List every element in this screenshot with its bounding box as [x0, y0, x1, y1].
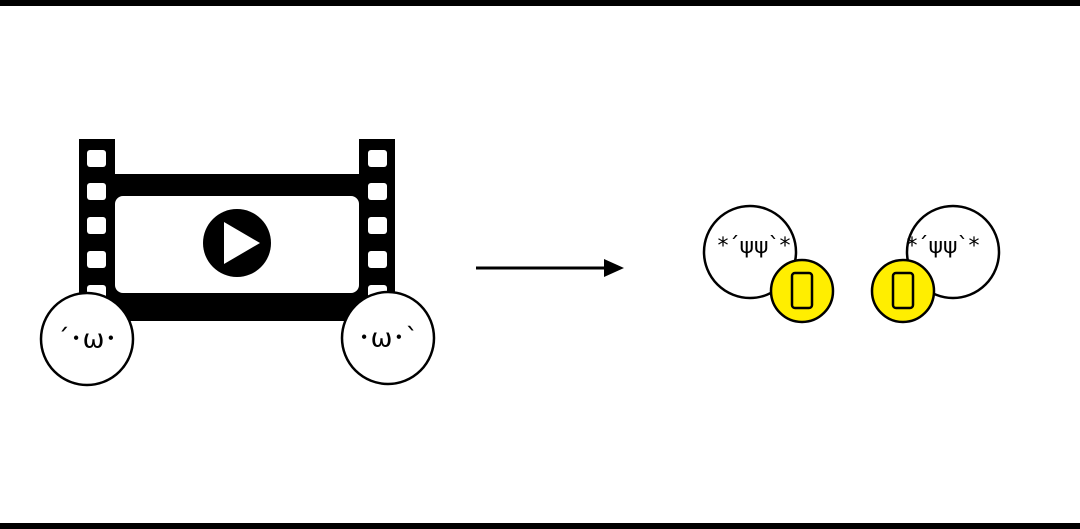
face-right: ･ω･` — [340, 290, 436, 386]
top-border — [0, 0, 1080, 6]
phone-watcher-left-text: *´ψψ`* — [717, 234, 790, 259]
face-right-text: ･ω･` — [358, 324, 419, 354]
play-icon — [203, 209, 271, 277]
face-left: ´･ω･ — [39, 291, 135, 387]
face-left-text: ´･ω･ — [57, 325, 118, 355]
phone-watcher-left: *´ψψ`* — [702, 204, 835, 324]
phone-watcher-right-text: *´ψψ`* — [906, 234, 979, 259]
smartphone-icon — [870, 258, 936, 324]
film-strip-icon — [79, 139, 395, 321]
arrow-icon — [476, 259, 624, 277]
bottom-border — [0, 523, 1080, 529]
phone-watcher-right: *´ψψ`* — [870, 204, 1001, 324]
smartphone-icon — [769, 258, 835, 324]
